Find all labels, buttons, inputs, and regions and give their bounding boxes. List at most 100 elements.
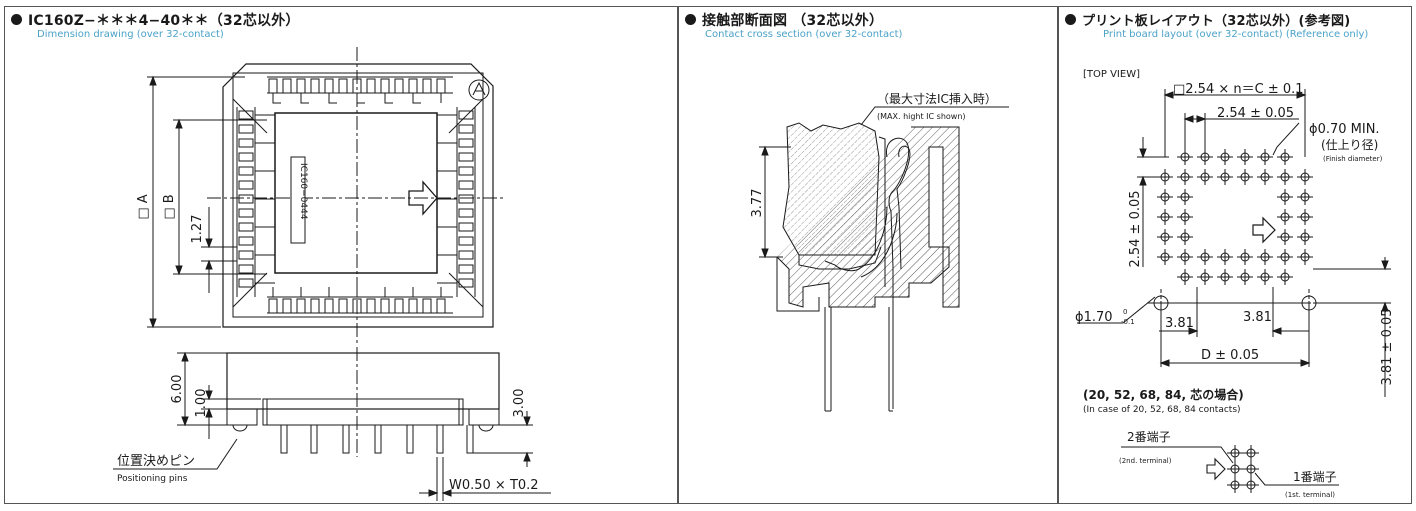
panel-title: プリント板レイアウト（32芯以外）(参考図) [1065, 10, 1350, 29]
dim-guide-tol-dn: -0.1 [1121, 318, 1135, 326]
dimension-lines-a-b [147, 75, 267, 329]
pcb-hole-cross [1177, 249, 1193, 265]
dim-vpitch: 2.54 ± 0.05 [1128, 190, 1143, 267]
pcb-hole-cross [1257, 249, 1273, 265]
pcb-hole-cross [1177, 269, 1193, 285]
pcb-hole-cross [1217, 269, 1233, 285]
dim-d: D ± 0.05 [1201, 348, 1259, 363]
pcb-hole-cross [1257, 269, 1273, 285]
pcb-hole-cross [1177, 169, 1193, 185]
panel-subtitle: Print board layout (over 32-contact) (Re… [1103, 29, 1369, 40]
pcb-hole-cross [1277, 249, 1293, 265]
pcb-hole-cross [1197, 249, 1213, 265]
max-ic-label-en: (MAX. hight IC shown) [877, 112, 966, 121]
positioning-pins-label-en: Positioning pins [117, 474, 188, 484]
socket-side-view [226, 347, 500, 457]
pcb-hole-cross [1177, 189, 1193, 205]
pcb-hole-cross [1257, 149, 1273, 165]
top-pin-row [267, 76, 453, 104]
dim-hole: ϕ0.70 MIN. [1309, 122, 1380, 137]
dim-guide: ϕ1.70 [1075, 310, 1113, 325]
pcb-hole-cross [1177, 229, 1193, 245]
hole-grid [1157, 149, 1313, 285]
pcb-hole-cross [1297, 249, 1313, 265]
pcb-hole-cross [1197, 169, 1213, 185]
pcb-hole-cross [1297, 229, 1313, 245]
panel-subtitle: Contact cross section (over 32-contact) [705, 29, 903, 40]
cross-section-drawing: 3.77 （最大寸法IC挿入時） (MAX. hight IC shown) [750, 92, 1009, 412]
contact-cross-section-panel: 接触部断面図 （32芯以外） Contact cross section (ov… [678, 6, 1058, 504]
pcb-hole-cross [1237, 169, 1253, 185]
positioning-pins-label: 位置決めピン [117, 454, 195, 469]
panel-title-text: IC160Z−＊＊＊4−40＊＊（32芯以外） [28, 13, 300, 29]
dimension-drawing: IC160−0444 □ A □ B 1.27 [113, 47, 551, 501]
panel-title-text: プリント板レイアウト（32芯以外）(参考図) [1082, 14, 1351, 29]
bullet-icon [1065, 14, 1076, 25]
dim-pin-size: W0.50 × T0.2 [449, 478, 539, 493]
top-view-label: [TOP VIEW] [1083, 69, 1140, 80]
dimension-drawing-panel: IC160Z−＊＊＊4−40＊＊（32芯以外） Dimension drawin… [4, 6, 678, 504]
terminal-1-label: 1番端子 [1293, 470, 1337, 484]
pcb-hole-cross [1297, 189, 1313, 205]
bullet-icon [11, 14, 22, 25]
dim-a: □ A [136, 194, 151, 219]
pcb-hole-cross [1277, 149, 1293, 165]
terminal-2-label-en: (2nd. terminal) [1119, 457, 1172, 465]
dim-offset-b: 3.81 [1243, 310, 1272, 325]
dim-h2: 1.00 [194, 389, 209, 418]
dim-pitch: 1.27 [190, 215, 205, 244]
pcb-hole-cross [1257, 169, 1273, 185]
pcb-hole-cross [1237, 249, 1253, 265]
layout-dimensions [1077, 89, 1391, 397]
finish-label-en: (Finish diameter) [1323, 155, 1383, 163]
left-pin-row [236, 107, 275, 297]
terminal-detail [1121, 445, 1339, 493]
pcb-hole-cross [1297, 209, 1313, 225]
contact-spring [824, 137, 911, 412]
pcb-layout-drawing: [TOP VIEW] □2.54 × n＝C ± 0.1 2.54 ± 0.05… [1075, 69, 1395, 499]
pcb-hole-cross [1277, 189, 1293, 205]
pcb-hole-cross [1157, 249, 1173, 265]
pcb-hole-cross [1217, 169, 1233, 185]
panel-title: 接触部断面図 （32芯以外） [685, 10, 883, 30]
terminal-2-label: 2番端子 [1127, 430, 1171, 444]
height-dimension [759, 106, 1009, 259]
max-ic-label: （最大寸法IC挿入時） [877, 92, 997, 106]
dim-outer: □2.54 × n＝C ± 0.1 [1173, 82, 1304, 97]
pcb-hole-cross [1277, 169, 1293, 185]
panel-subtitle: Dimension drawing (over 32-contact) [37, 29, 224, 40]
dim-height: 3.77 [750, 189, 765, 218]
finish-label: (仕上り径) [1321, 138, 1378, 152]
bottom-pin-row [267, 287, 453, 314]
dim-h1: 6.00 [170, 375, 185, 404]
side-dimensions [113, 351, 551, 501]
chip-label: IC160−0444 [298, 163, 308, 220]
pcb-hole-cross [1197, 269, 1213, 285]
pcb-hole-cross [1277, 229, 1293, 245]
bullet-icon [685, 14, 696, 25]
dim-voffset: 3.81 ± 0.05 [1380, 308, 1395, 385]
pcb-hole-cross [1277, 209, 1293, 225]
pcb-hole-cross [1277, 269, 1293, 285]
dim-h3: 3.00 [512, 389, 527, 418]
pcb-hole-cross [1237, 149, 1253, 165]
pcb-hole-cross [1157, 229, 1173, 245]
dim-b: □ B [162, 194, 177, 219]
socket-top-view: IC160−0444 [207, 47, 505, 345]
pcb-hole-cross [1217, 149, 1233, 165]
dim-offset-a: 3.81 [1165, 316, 1194, 331]
print-board-layout-panel: プリント板レイアウト（32芯以外）(参考図) Print board layou… [1058, 6, 1412, 504]
cases-heading-en: (In case of 20, 52, 68, 84 contacts) [1083, 405, 1241, 415]
pcb-hole-cross [1177, 209, 1193, 225]
pcb-hole-cross [1157, 209, 1173, 225]
panel-title: IC160Z−＊＊＊4−40＊＊（32芯以外） [11, 10, 300, 30]
panel-title-text: 接触部断面図 （32芯以外） [702, 13, 884, 29]
pcb-hole-cross [1237, 269, 1253, 285]
pcb-hole-cross [1217, 249, 1233, 265]
dim-guide-tol-up: 0 [1123, 308, 1127, 316]
dim-pitch: 2.54 ± 0.05 [1217, 106, 1294, 121]
right-pin-row [437, 107, 476, 297]
pcb-hole-cross [1157, 189, 1173, 205]
terminal-1-label-en: (1st. terminal) [1285, 491, 1335, 499]
cases-heading: (20, 52, 68, 84, 芯の場合) [1083, 387, 1244, 402]
